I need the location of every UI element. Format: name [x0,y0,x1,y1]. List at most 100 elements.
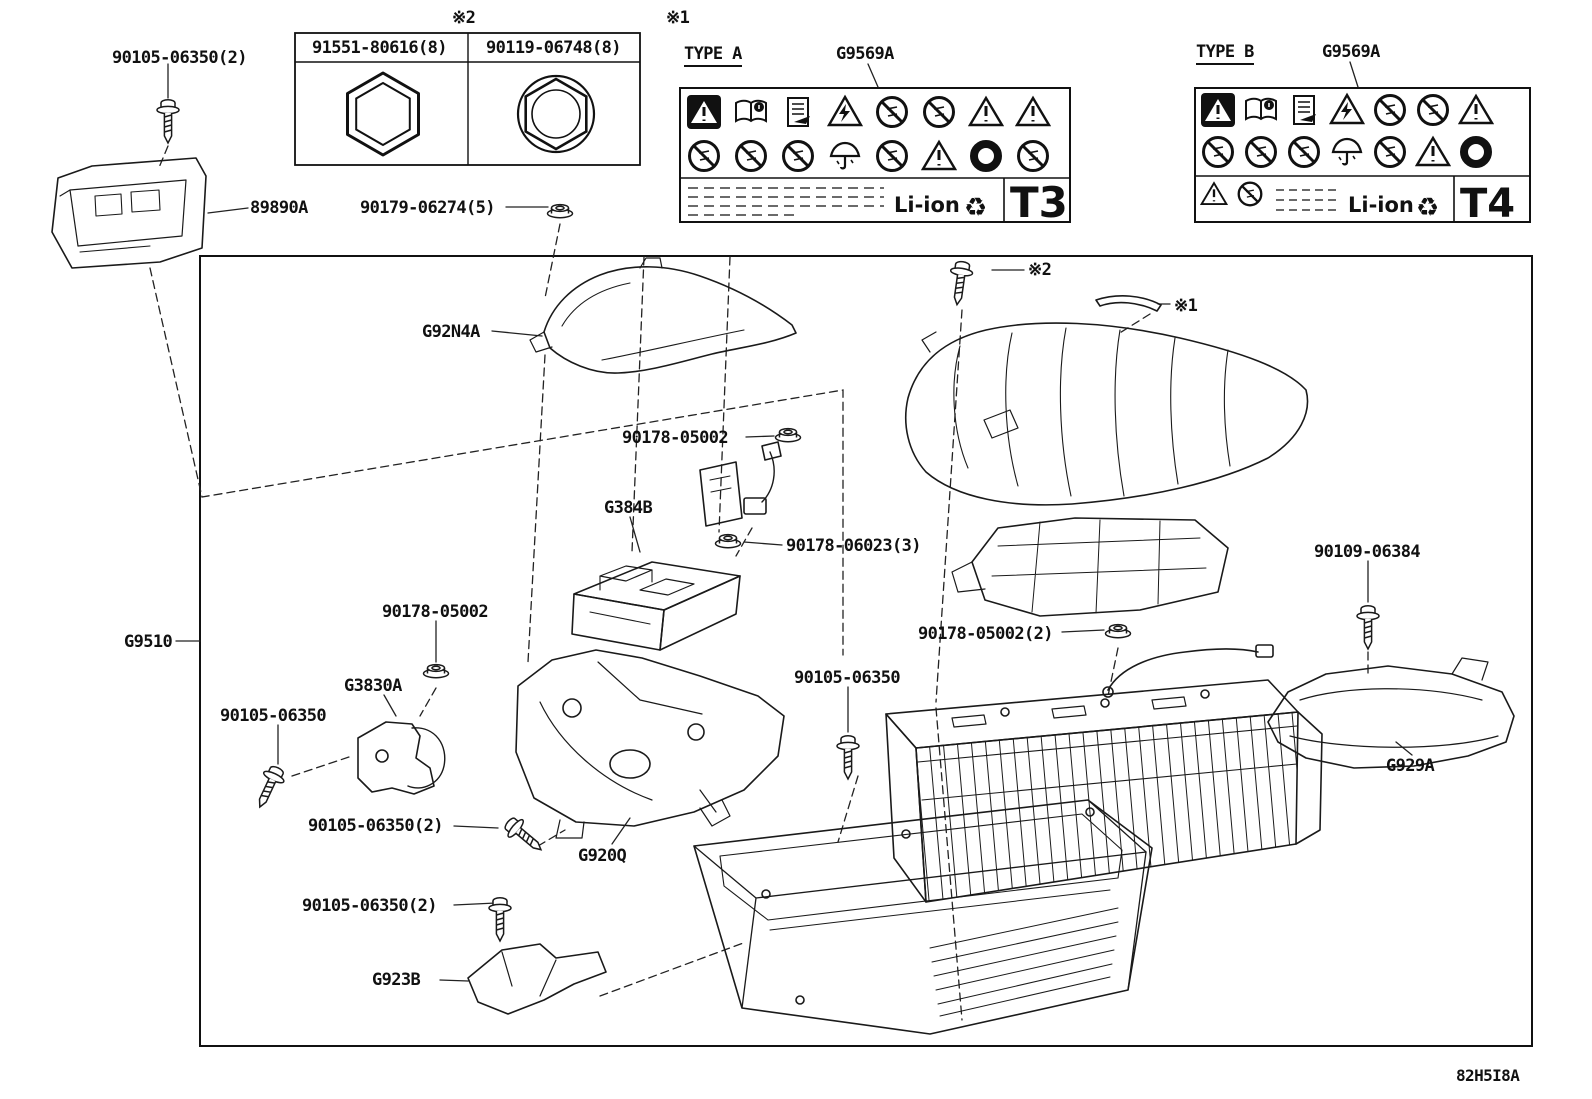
fastener-label-nut-cover: 90179-06274(5) [360,198,495,218]
note-ref1-inner: ※1 [1174,296,1198,316]
fastener-label-screw-side-cover: 90109-06384 [1314,542,1421,562]
battery-type-text: Li-ion [894,193,960,217]
diagram-code: 82H5I8A [1456,1066,1520,1085]
battery-module-stack-drawing [885,679,1323,903]
part-label-hv-battery-assembly: G9510 [124,632,173,652]
follow-instructions-icon [1293,95,1317,125]
flange-nut-icon [516,74,596,154]
table-part-left: 91551-80616(8) [312,38,447,58]
screw-icon [156,99,180,144]
electric-shock-icon [827,95,863,127]
table-part-right: 90119-06748(8) [486,38,621,58]
hazard-triangle-icon [921,140,957,171]
keep-dry-icon [829,141,861,170]
fastener-label-screw-carrier: 90105-06350(2) [308,816,443,836]
screw-icon [945,259,975,307]
ring-hazard-icon [974,144,998,168]
part-label-bracket-side: G3830A [344,676,402,696]
no-crush-icon [735,140,767,172]
hazard-triangle-icon [968,96,1004,127]
type-b-heading: TYPE B [1196,42,1254,65]
hazard-triangle-icon [1415,136,1451,167]
read-manual-icon [735,99,767,122]
general-warning-icon [686,94,722,130]
fastener-label-nut-module: 90178-05002(2) [918,624,1053,644]
hazard-triangle-icon [1458,94,1494,125]
part-label-battery-ecu: 89890A [250,198,308,218]
note-ref2-inner: ※2 [1028,260,1052,280]
fastener-label-nut-bracket: 90178-05002 [382,602,489,622]
no-disassembly-icon [688,140,720,172]
type-a-heading: TYPE A [684,44,742,67]
no-short-icon [1288,136,1320,168]
screw-icon [1356,605,1380,650]
caution-panel-type-b: Li-ion ♻ T4 [1194,87,1531,227]
prohibition-icon [1237,181,1263,207]
note-ref1-top: ※1 [666,8,690,28]
nut-icon [546,203,574,219]
bracket-g3830a-drawing [357,721,446,795]
battery-ecu-drawing [51,157,207,269]
part-label-upper-cover: G92N4A [422,322,480,342]
screw-icon [488,897,512,942]
recycle-icon: ♻ [964,193,987,223]
note-ref2-top: ※2 [452,8,476,28]
side-cover-drawing [1267,657,1515,769]
electric-shock-icon [1329,93,1365,125]
read-manual-icon [1245,97,1277,120]
no-disassembly-icon [1202,136,1234,168]
no-touching-icon [1374,94,1406,126]
fastener-label-screw-tray: 90105-06350 [794,668,901,688]
fastener-label-screw-bracket: 90105-06350 [220,706,327,726]
leader-lines-dashed [149,145,1369,1021]
hazard-triangle-icon [1015,96,1051,127]
part-label-caution-a: G9569A [836,44,894,64]
part-label-carrier: G920Q [578,846,627,866]
inner-frame-drawing [951,517,1229,617]
no-fire-icon [923,96,955,128]
hex-socket-bolt-icon [346,71,420,157]
fastener-label-nut-junction: 90178-06023(3) [786,536,921,556]
battery-cover-drawing [905,322,1309,506]
part-label-caution-b: G9569A [1322,42,1380,62]
no-water-icon [1374,136,1406,168]
caution-panel-type-a: Li-ion ♻ T3 [679,87,1071,227]
carrier-frame-drawing [515,649,785,839]
no-short-icon [782,140,814,172]
nut-icon [1104,623,1132,639]
part-label-bracket-lower: G923B [372,970,421,990]
junction-box-drawing [571,561,741,651]
part-label-junction-block: G384B [604,498,653,518]
screw-icon [500,812,549,859]
screw-icon [249,762,289,813]
leader-lines [167,61,1413,982]
part-label-side-cover: G929A [1386,756,1435,776]
general-warning-icon [1200,92,1236,128]
fastener-label-nut-sensor: 90178-05002 [622,428,729,448]
fastener-label-screw-ecu: 90105-06350(2) [112,48,247,68]
upper-cover-drawing [529,257,797,374]
recycle-icon: ♻ [1416,193,1439,223]
diagram-frame [199,255,1533,1047]
fastener-label-screw-lower-bracket: 90105-06350(2) [302,896,437,916]
battery-tray-drawing [693,799,1153,1035]
no-water-icon [876,140,908,172]
follow-instructions-icon [787,97,811,127]
no-touching-icon [876,96,908,128]
screw-icon [836,735,860,780]
seal-strip-drawing [1095,295,1162,312]
wire-harness-drawing [1102,644,1274,698]
fastener-table [294,32,641,166]
no-crush-icon [1245,136,1277,168]
voltage-sensor-drawing [699,441,782,527]
nut-icon [774,427,802,443]
label-code-text: T4 [1460,181,1515,227]
hazard-triangle-icon [1200,181,1228,206]
nut-icon [714,533,742,549]
keep-dry-icon [1331,137,1363,166]
ring-hazard-icon [1464,140,1488,164]
battery-type-text: Li-ion [1348,193,1414,217]
prohibition-icon [1017,140,1049,172]
